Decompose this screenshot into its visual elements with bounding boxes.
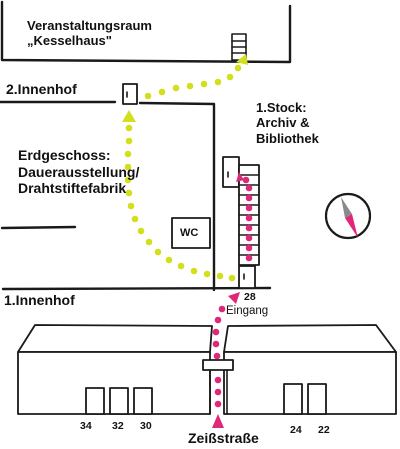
event-room-label: Veranstaltungsraum „Kesselhaus" [27,18,152,49]
main-building [0,100,272,292]
first-floor-line-2: Archiv & [256,115,310,131]
house-number: 24 [290,424,302,436]
courtyard-1-label: 1.Innenhof [4,292,75,308]
front-buildings [17,324,397,415]
wc-room [171,217,211,249]
house-number: 30 [140,420,152,432]
entrance-number: 28 [244,291,256,303]
event-room-title: „Kesselhaus" [27,33,112,49]
ground-floor-line-2: Dauerausstellung/ [18,163,140,180]
courtyard-2-label: 2.Innenhof [6,81,77,97]
house-number: 32 [112,420,124,432]
street-label: Zeißstraße [188,430,259,446]
courtyard-2-door-icon [122,83,138,105]
route-magenta [212,172,253,428]
house-number: 22 [318,424,330,436]
ground-floor-title: Erdgeschoss: [18,147,111,163]
first-floor-label: 1.Stock: Archiv & Bibliothek [256,100,319,146]
house-number: 34 [80,420,92,432]
event-room-name: Veranstaltungsraum [27,18,152,33]
first-floor-title: 1.Stock: [256,100,307,115]
compass-icon [324,192,372,240]
ground-floor-label: Erdgeschoss: Dauerausstellung/ Drahtstif… [18,147,139,197]
entrance-label: Eingang [226,305,269,317]
route-yellow [122,54,248,282]
first-floor-line-3: Bibliothek [256,130,319,146]
wc-label: WC [180,227,199,239]
ground-floor-line-3: Drahtstiftefabrik [18,180,127,197]
